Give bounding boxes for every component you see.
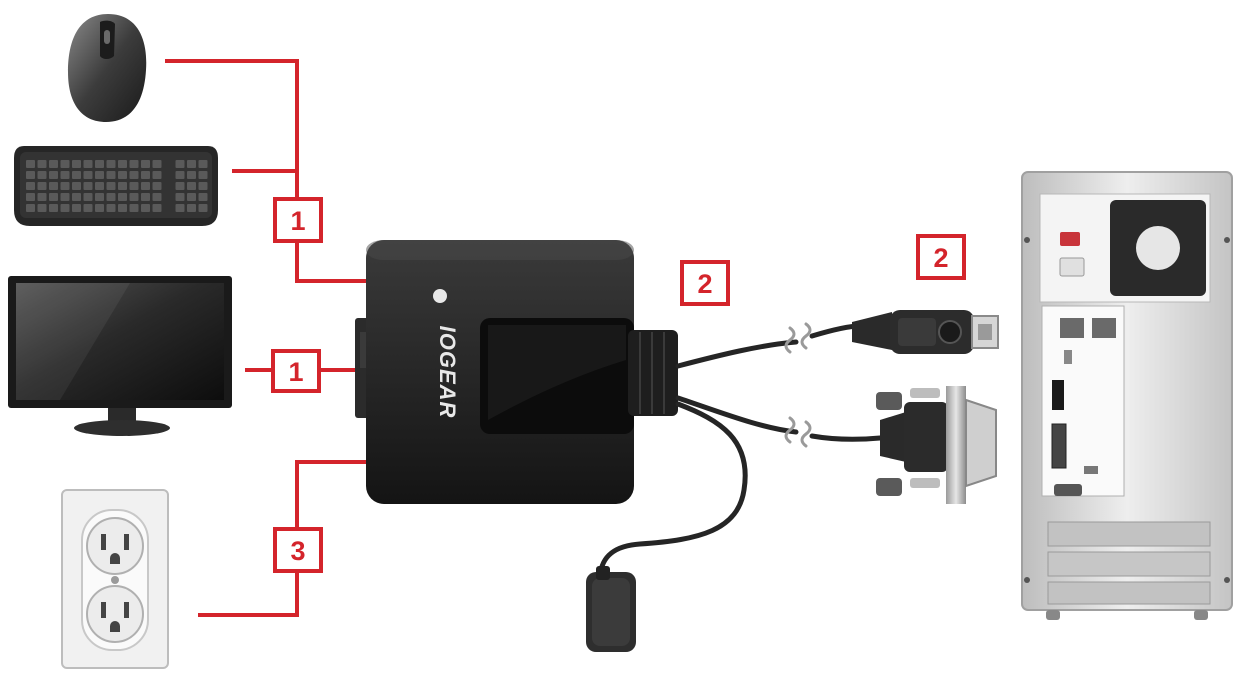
- keyboard-key: [152, 182, 162, 190]
- keyboard-key: [37, 182, 47, 190]
- keyboard-key: [187, 182, 196, 190]
- keyboard-key: [95, 182, 104, 190]
- keyboard-key: [72, 193, 81, 201]
- keyboard-key: [106, 182, 116, 190]
- keyboard-key: [49, 204, 58, 212]
- keyboard-key: [83, 204, 93, 212]
- keyboard-key: [118, 160, 127, 168]
- keyboard-key: [37, 204, 47, 212]
- keyboard-key: [106, 204, 116, 212]
- keyboard-key: [49, 193, 58, 201]
- keyboard-key: [152, 171, 162, 179]
- keyboard-key: [106, 160, 116, 168]
- keyboard-key: [37, 193, 47, 201]
- monitor-icon: [8, 276, 232, 436]
- keyboard-key: [187, 171, 196, 179]
- step-badge-label: 2: [933, 243, 948, 273]
- step-badge-pc-ports: 2: [916, 234, 966, 280]
- step-badge-label: 3: [290, 536, 305, 566]
- usb-connector-icon: [852, 310, 999, 354]
- keyboard-key: [60, 193, 70, 201]
- remote-button-icon: [586, 566, 636, 652]
- keyboard-key: [187, 160, 196, 168]
- keyboard-key: [26, 182, 35, 190]
- keyboard-key: [72, 160, 81, 168]
- keyboard-key: [83, 193, 93, 201]
- keyboard-key: [187, 193, 196, 201]
- keyboard-key: [129, 204, 139, 212]
- keyboard-key: [129, 182, 139, 190]
- keyboard-key: [141, 160, 150, 168]
- keyboard-key: [106, 171, 116, 179]
- power-outlet-icon: [61, 489, 169, 669]
- keyboard-key: [37, 160, 47, 168]
- keyboard-key: [129, 160, 139, 168]
- step-badge-label: 1: [290, 206, 305, 236]
- keyboard-key: [141, 204, 150, 212]
- keyboard-key: [129, 193, 139, 201]
- keyboard-key: [49, 182, 58, 190]
- keyboard-key: [118, 193, 127, 201]
- keyboard-key: [198, 182, 208, 190]
- keyboard-key: [26, 193, 35, 201]
- keyboard-key: [106, 193, 116, 201]
- keyboard-key: [26, 160, 35, 168]
- brand-logo-dot: [433, 289, 447, 303]
- keyboard-key: [187, 204, 196, 212]
- keyboard-key: [60, 171, 70, 179]
- step-badge-keyboard-mouse: 1: [273, 197, 323, 243]
- keyboard-key: [198, 193, 208, 201]
- keyboard-key: [49, 160, 58, 168]
- keyboard-key: [72, 182, 81, 190]
- step-badge-label: 2: [697, 269, 712, 299]
- keyboard-key: [83, 160, 93, 168]
- keyboard-key: [95, 204, 104, 212]
- step-badge-switch-cable: 2: [680, 260, 730, 306]
- keyboard-key: [198, 204, 208, 212]
- keyboard-key: [175, 193, 185, 201]
- keyboard-key: [129, 171, 139, 179]
- brand-logo: IOGEAR: [435, 326, 460, 419]
- keyboard-key: [95, 193, 104, 201]
- keyboard-key: [118, 182, 127, 190]
- step-badge-label: 1: [288, 357, 303, 387]
- keyboard-key: [26, 171, 35, 179]
- keyboard-key: [49, 171, 58, 179]
- keyboard-key: [198, 160, 208, 168]
- keyboard-key: [175, 171, 185, 179]
- keyboard-key: [72, 204, 81, 212]
- step-badge-monitor: 1: [271, 349, 321, 393]
- keyboard-key: [198, 171, 208, 179]
- keyboard-key: [83, 182, 93, 190]
- vga-connector-icon: [876, 386, 997, 504]
- keyboard-key: [60, 204, 70, 212]
- keyboard-key: [83, 171, 93, 179]
- keyboard-key: [141, 182, 150, 190]
- keyboard-key: [152, 204, 162, 212]
- cables: [597, 322, 883, 583]
- keyboard-key: [152, 193, 162, 201]
- keyboard-key: [95, 160, 104, 168]
- keyboard-key: [37, 171, 47, 179]
- mouse-icon: [68, 14, 147, 122]
- kvm-switch-icon: IOGEAR: [355, 240, 678, 504]
- keyboard-key: [118, 204, 127, 212]
- keyboard-key: [72, 171, 81, 179]
- keyboard-key: [60, 160, 70, 168]
- keyboard-key: [175, 204, 185, 212]
- keyboard-key: [141, 171, 150, 179]
- keyboard-key: [118, 171, 127, 179]
- keyboard-key: [60, 182, 70, 190]
- keyboard-key: [26, 204, 35, 212]
- keyboard-key: [152, 160, 162, 168]
- keyboard-key: [95, 171, 104, 179]
- keyboard-key: [175, 160, 185, 168]
- keyboard-key: [175, 182, 185, 190]
- keyboard-icon: [14, 146, 218, 226]
- keyboard-key: [141, 193, 150, 201]
- pc-tower-icon: [1021, 171, 1233, 620]
- step-badge-power-outlet: 3: [273, 527, 323, 573]
